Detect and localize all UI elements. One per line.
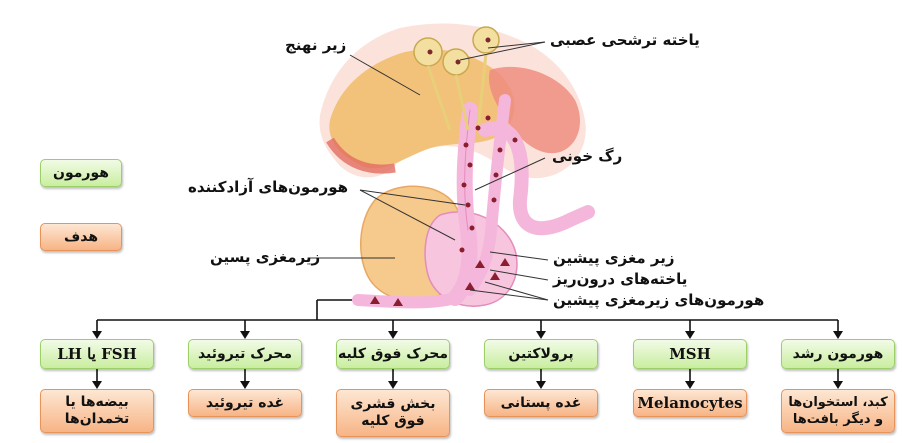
hormone-box-tsh: محرک تیروئید [188,339,302,369]
label-endocrine-cells: یاخته‌های درون‌ریز [553,270,687,288]
target-box-adrenal-cortex: بخش قشری فوق کلیه [336,389,450,437]
label-neurosecretory-cell: یاخته ترشحی عصبی [550,31,700,49]
hormone-label: MSH [669,346,711,363]
target-label: کبد، استخوان‌ها و دیگر بافت‌ها [788,394,887,428]
label-anterior-pituitary-hormones: هورمون‌های زیرمغزی پیشین [553,291,764,309]
target-box-mammary: غده پستانی [484,389,598,417]
hormone-box-fsh-lh: FSH یا LH [40,339,154,369]
target-box-gonads: بیضه‌ها یا تخمدان‌ها [40,389,154,433]
target-label: بیضه‌ها یا تخمدان‌ها [65,394,130,428]
legend-hormone-box: هورمون [40,159,122,187]
label-releasing-hormones: هورمون‌های آزادکننده [188,178,348,196]
target-label: غده تیروئید [206,395,284,412]
label-hypothalamus: زیر نهنج [285,36,346,54]
hormone-label: FSH یا LH [57,346,137,363]
brain-tissue [320,24,586,179]
legend-hormone-label: هورمون [53,165,109,182]
hormone-box-growth: هورمون رشد [781,339,895,369]
hormone-box-prolactin: پرولاکتین [484,339,598,369]
label-posterior-pituitary: زیرمغزی پسین [210,248,320,266]
target-label: بخش قشری فوق کلیه [351,396,436,430]
target-box-thyroid: غده تیروئید [188,389,302,417]
hormone-box-acth: محرک فوق کلیه [336,339,450,369]
hormone-label: محرک تیروئید [198,346,292,363]
target-box-melanocytes: Melanocytes [633,389,747,417]
hormone-box-msh: MSH [633,339,747,369]
target-box-liver-bones: کبد، استخوان‌ها و دیگر بافت‌ها [781,389,895,433]
label-blood-vessel: رگ خونی [552,147,622,165]
legend-target-label: هدف [64,229,98,246]
hormone-label: محرک فوق کلیه [338,346,448,363]
hormone-label: پرولاکتین [508,346,573,363]
label-anterior-pituitary: زیر مغزی پیشین [553,249,675,267]
target-label: غده پستانی [501,395,582,412]
hormone-label: هورمون رشد [793,346,884,363]
target-label: Melanocytes [637,395,742,412]
legend-target-box: هدف [40,223,122,251]
